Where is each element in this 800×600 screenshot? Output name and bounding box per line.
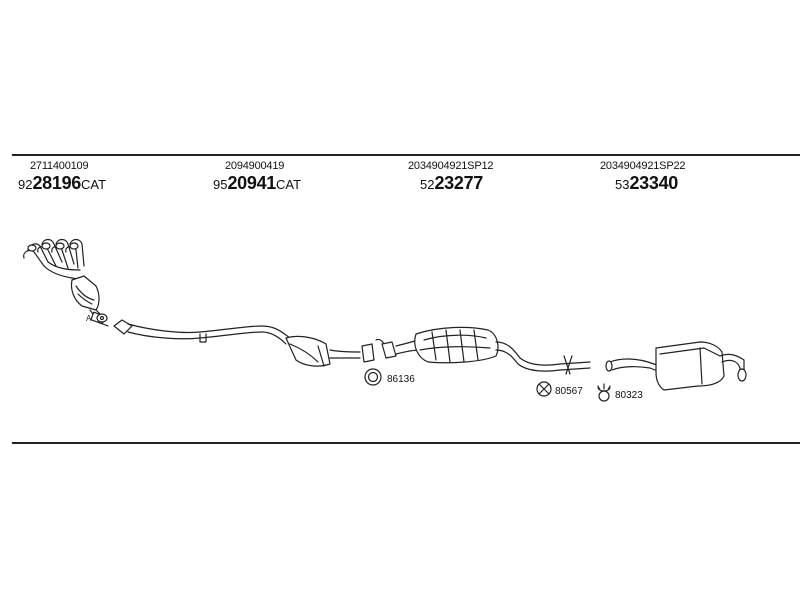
exhaust-manifold-icon — [23, 238, 85, 281]
part-main-number: 23277 — [434, 173, 484, 193]
front-pipe-icon — [113, 319, 291, 345]
bottom-divider — [12, 442, 800, 444]
part-prefix: 52 — [420, 177, 435, 192]
part-suffix: CAT — [276, 177, 302, 192]
middle-silencer-icon — [375, 326, 591, 375]
mounting-rubber-icon — [536, 381, 552, 397]
part-main-number: 20941 — [227, 173, 277, 193]
part-number: 9228196CAT — [18, 173, 106, 195]
part-number: 5323340 — [600, 173, 685, 195]
part-suffix: CAT — [81, 177, 107, 192]
part-group-rear-silencer: 2034904921SP22 5323340 — [600, 160, 685, 195]
part-group-middle-silencer: 2034904921SP12 5223277 — [408, 160, 493, 195]
oe-number: 2094900419 — [225, 160, 285, 172]
part-prefix: 53 — [615, 177, 630, 192]
oe-number: 2034904921SP12 — [408, 160, 494, 172]
part-group-manifold-cat: 2711400109 9228196CAT — [18, 160, 106, 195]
part-prefix: 95 — [213, 177, 228, 192]
accessory-label-mounting: 80567 — [555, 386, 583, 397]
part-group-front-cat: 2094900419 9520941CAT — [213, 160, 301, 195]
hanger-ring-icon — [597, 383, 611, 402]
part-number: 9520941CAT — [213, 173, 301, 195]
part-main-number: 23340 — [629, 173, 679, 193]
rear-silencer-icon — [605, 341, 747, 391]
flange-gasket-icon — [96, 313, 108, 323]
flange-marker-label: A — [86, 314, 92, 323]
front-catalytic-converter-icon — [285, 335, 375, 367]
accessory-label-clamp: 86136 — [387, 374, 415, 385]
clamp-ring-icon — [364, 368, 382, 386]
part-main-number: 28196 — [32, 173, 82, 193]
accessory-label-hanger: 80323 — [615, 390, 643, 401]
oe-number: 2711400109 — [30, 160, 89, 172]
top-divider — [12, 154, 800, 156]
oe-number: 2034904921SP22 — [600, 160, 686, 172]
part-number: 5223277 — [408, 173, 493, 195]
part-prefix: 92 — [18, 177, 33, 192]
